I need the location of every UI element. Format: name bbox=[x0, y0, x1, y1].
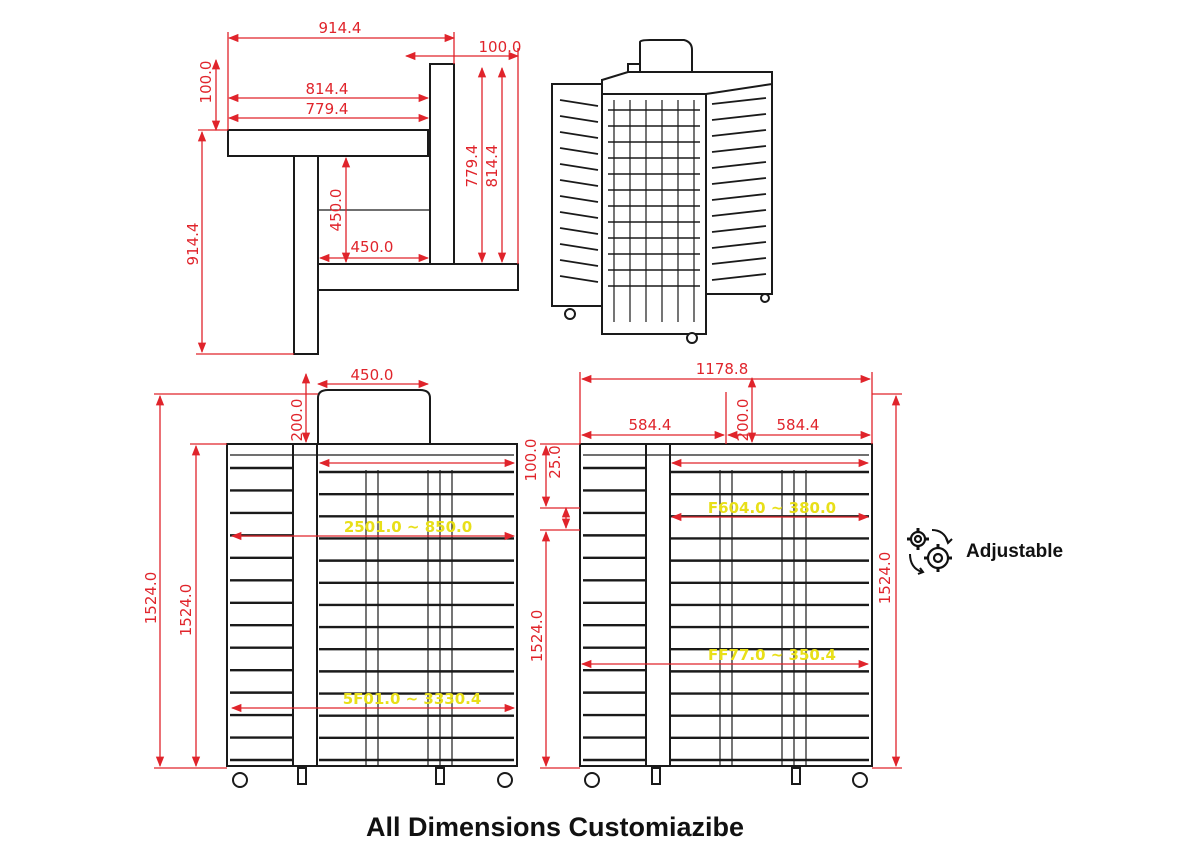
grid-bar bbox=[559, 163, 599, 171]
grid-bar bbox=[559, 131, 599, 139]
top-center-horizontal-label: 450.0 bbox=[351, 238, 394, 256]
front-right-left-half-label: 584.4 bbox=[629, 416, 672, 434]
grid-bar bbox=[711, 113, 767, 121]
grid-bar bbox=[711, 129, 767, 137]
grid-bar bbox=[711, 241, 767, 249]
grid-bar bbox=[711, 209, 767, 217]
grid-bar bbox=[711, 193, 767, 201]
grid-bar bbox=[711, 177, 767, 185]
grid-bar bbox=[559, 179, 599, 187]
adjustable-badge: Adjustable bbox=[902, 524, 1063, 580]
front-right-left-height-label: 1524.0 bbox=[528, 610, 546, 663]
top-overall-width-label: 914.4 bbox=[319, 19, 362, 37]
grid-bar bbox=[711, 161, 767, 169]
front-left-center-post bbox=[292, 443, 318, 767]
top-center-vertical-label: 450.0 bbox=[327, 189, 345, 232]
perspective-view bbox=[551, 39, 773, 344]
grid-bar bbox=[711, 145, 767, 153]
grid-bar bbox=[711, 273, 767, 281]
grid-bar bbox=[559, 147, 599, 155]
grid-bar bbox=[559, 99, 599, 107]
front-view-left: 450.0 200.0 1524.0 1524.0 2501.0 ~ 850.0… bbox=[142, 366, 518, 788]
grid-bar bbox=[711, 97, 767, 105]
front-view-right: 1178.8 584.4 584.4 200.0 100.0 25.0 1524… bbox=[522, 360, 902, 788]
grid-bar bbox=[559, 211, 599, 219]
front-left-header-width-label: 450.0 bbox=[351, 366, 394, 384]
top-view-bottom-arm bbox=[317, 263, 519, 291]
front-left-inner-height-label: 1524.0 bbox=[177, 584, 195, 637]
gears-icon bbox=[907, 528, 953, 575]
top-right-outer-label: 814.4 bbox=[483, 145, 501, 188]
top-outer-length-label: 814.4 bbox=[306, 80, 349, 98]
front-right-top-gap-label: 100.0 bbox=[522, 439, 540, 482]
front-left-overall-height-label: 1524.0 bbox=[142, 572, 160, 625]
front-right-lower-range-label: FF77.0 ~ 350.4 bbox=[708, 646, 836, 664]
top-view-top-arm bbox=[227, 129, 429, 157]
caption-title: All Dimensions Customiazibe bbox=[365, 812, 745, 842]
grid-bar bbox=[559, 195, 599, 203]
front-right-header-height-label: 200.0 bbox=[734, 399, 752, 442]
top-height-label: 100.0 bbox=[197, 61, 215, 104]
front-right-overall-width-label: 1178.8 bbox=[696, 360, 749, 378]
grid-bar bbox=[559, 243, 599, 251]
grid-bar bbox=[559, 275, 599, 283]
grid-bar bbox=[559, 259, 599, 267]
front-right-right-half-label: 584.4 bbox=[777, 416, 820, 434]
grid-bar bbox=[711, 225, 767, 233]
top-left-height-label: 914.4 bbox=[184, 223, 202, 266]
top-view: 914.4 100.0 814.4 779.4 100.0 914.4 779.… bbox=[184, 19, 522, 355]
front-right-upper-range-label: F604.0 ~ 380.0 bbox=[708, 499, 836, 517]
front-left-header-height-label: 200.0 bbox=[288, 399, 306, 442]
top-view-right-post bbox=[429, 63, 455, 265]
front-left-upper-range-label: 2501.0 ~ 850.0 bbox=[344, 518, 472, 536]
top-arm-offset-label: 100.0 bbox=[479, 38, 522, 56]
grid-bar bbox=[711, 257, 767, 265]
front-right-center-post bbox=[645, 443, 671, 767]
top-inner-length-label: 779.4 bbox=[306, 100, 349, 118]
top-view-left-post bbox=[293, 155, 319, 355]
adjustable-label: Adjustable bbox=[966, 541, 1064, 562]
grid-bar bbox=[559, 227, 599, 235]
front-left-lower-range-label: 5F01.0 ~ 3330.4 bbox=[343, 690, 482, 708]
top-right-inner-label: 779.4 bbox=[463, 145, 481, 188]
front-right-slat-gap-label: 25.0 bbox=[546, 445, 564, 478]
front-right-right-height-label: 1524.0 bbox=[876, 552, 894, 605]
grid-bar bbox=[559, 115, 599, 123]
